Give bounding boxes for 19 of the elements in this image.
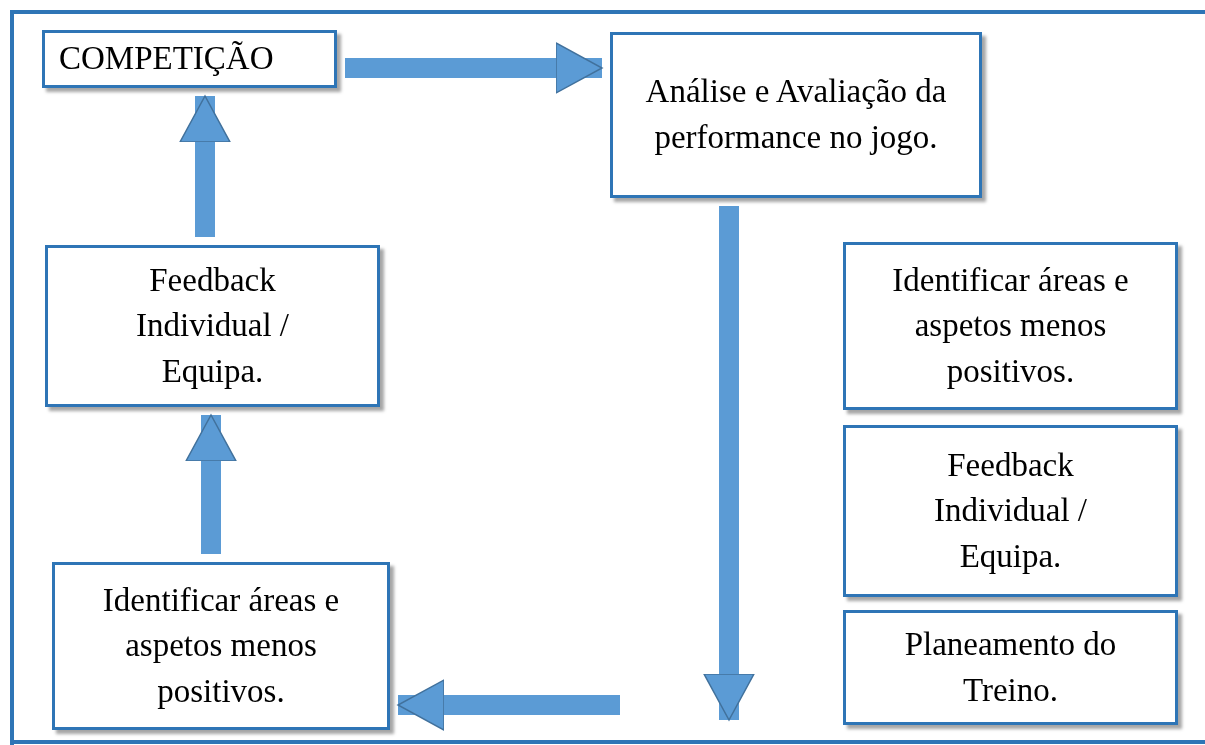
process-box: [843, 425, 1178, 597]
process-box: [843, 242, 1178, 410]
process-box: [45, 245, 380, 407]
process-box: [843, 610, 1178, 725]
block-arrow: [179, 95, 231, 237]
block-arrow: [703, 206, 755, 721]
process-box: [42, 30, 337, 88]
process-box: [52, 562, 390, 730]
process-box: [610, 32, 982, 198]
box-text: Identificar áreas e aspetos menos positivos.: [891, 260, 1130, 391]
box-text: COMPETIÇÃO: [59, 39, 274, 79]
block-arrow: [397, 679, 620, 731]
block-arrow: [345, 42, 603, 94]
box-text: Feedback Individual / Equipa.: [134, 260, 291, 391]
box-text: Feedback Individual / Equipa.: [932, 445, 1089, 576]
box-text: Análise e Avaliação da performance no jogo.: [644, 72, 948, 157]
box-text: Planeamento do Treino.: [903, 624, 1118, 710]
block-arrow: [185, 414, 237, 554]
box-text: Identificar áreas e aspetos menos positivos.: [101, 580, 341, 711]
